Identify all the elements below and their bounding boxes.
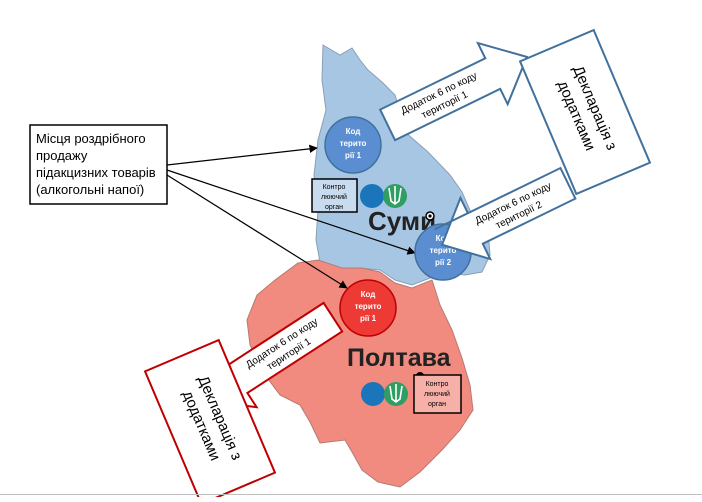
control-organ-poltava-line-1: Контро (426, 381, 449, 388)
city-dot-sumy-center (428, 214, 432, 218)
connector-sumy-1 (166, 144, 318, 166)
code-poltava-1-line-3: рії 1 (360, 314, 377, 323)
arrow-sumy-1: Додаток 6 по коду території 1 (378, 41, 529, 142)
source-box-line-1: Місця роздрібного (36, 131, 146, 146)
code-sumy-2-line-1: Код (436, 234, 451, 243)
control-organ-sumy-line-3: орган (325, 204, 343, 211)
region-name-poltava: Полтава (347, 344, 452, 372)
trident-icon-poltava (389, 384, 403, 403)
declaration-box-poltava: Декларація з додатками (143, 338, 277, 502)
control-organ-box-sumy (311, 178, 358, 213)
code-circle-poltava-1: Код терито рії 1 (339, 279, 397, 337)
source-box-line-2: продажу (36, 148, 88, 163)
code-circle-sumy-1: Код терито рії 1 (324, 116, 382, 174)
source-box-line-3: підакцизних товарів (36, 165, 156, 180)
connector-poltava-1 (166, 174, 348, 289)
control-organ-sumy-line-1: Контро (323, 184, 346, 191)
control-organ-box-poltava (413, 374, 462, 414)
source-box-line-4: (алкогольні напої) (36, 182, 144, 197)
control-organ-poltava-line-3: орган (428, 401, 446, 408)
connector-sumy-2 (166, 169, 416, 255)
code-sumy-1-line-3: рії 1 (345, 151, 362, 160)
declaration-box-sumy: Декларація з додатками (518, 28, 652, 196)
code-sumy-2-line-3: рії 2 (435, 258, 452, 267)
emblem-blue-circle-poltava (361, 382, 385, 406)
control-organ-poltava-line-2: люючий (424, 390, 450, 398)
code-sumy-1-line-2: терито (340, 139, 367, 148)
code-poltava-1-line-1: Код (361, 290, 376, 299)
source-box (29, 124, 168, 205)
trident-icon-sumy (388, 186, 402, 205)
bottom-divider (0, 494, 702, 495)
code-poltava-1-line-2: терито (355, 302, 382, 311)
code-sumy-2-line-2: терито (430, 246, 457, 255)
control-organ-sumy-line-2: люючий (321, 193, 347, 201)
code-sumy-1-line-1: Код (346, 127, 361, 136)
emblem-blue-circle-sumy (360, 184, 384, 208)
